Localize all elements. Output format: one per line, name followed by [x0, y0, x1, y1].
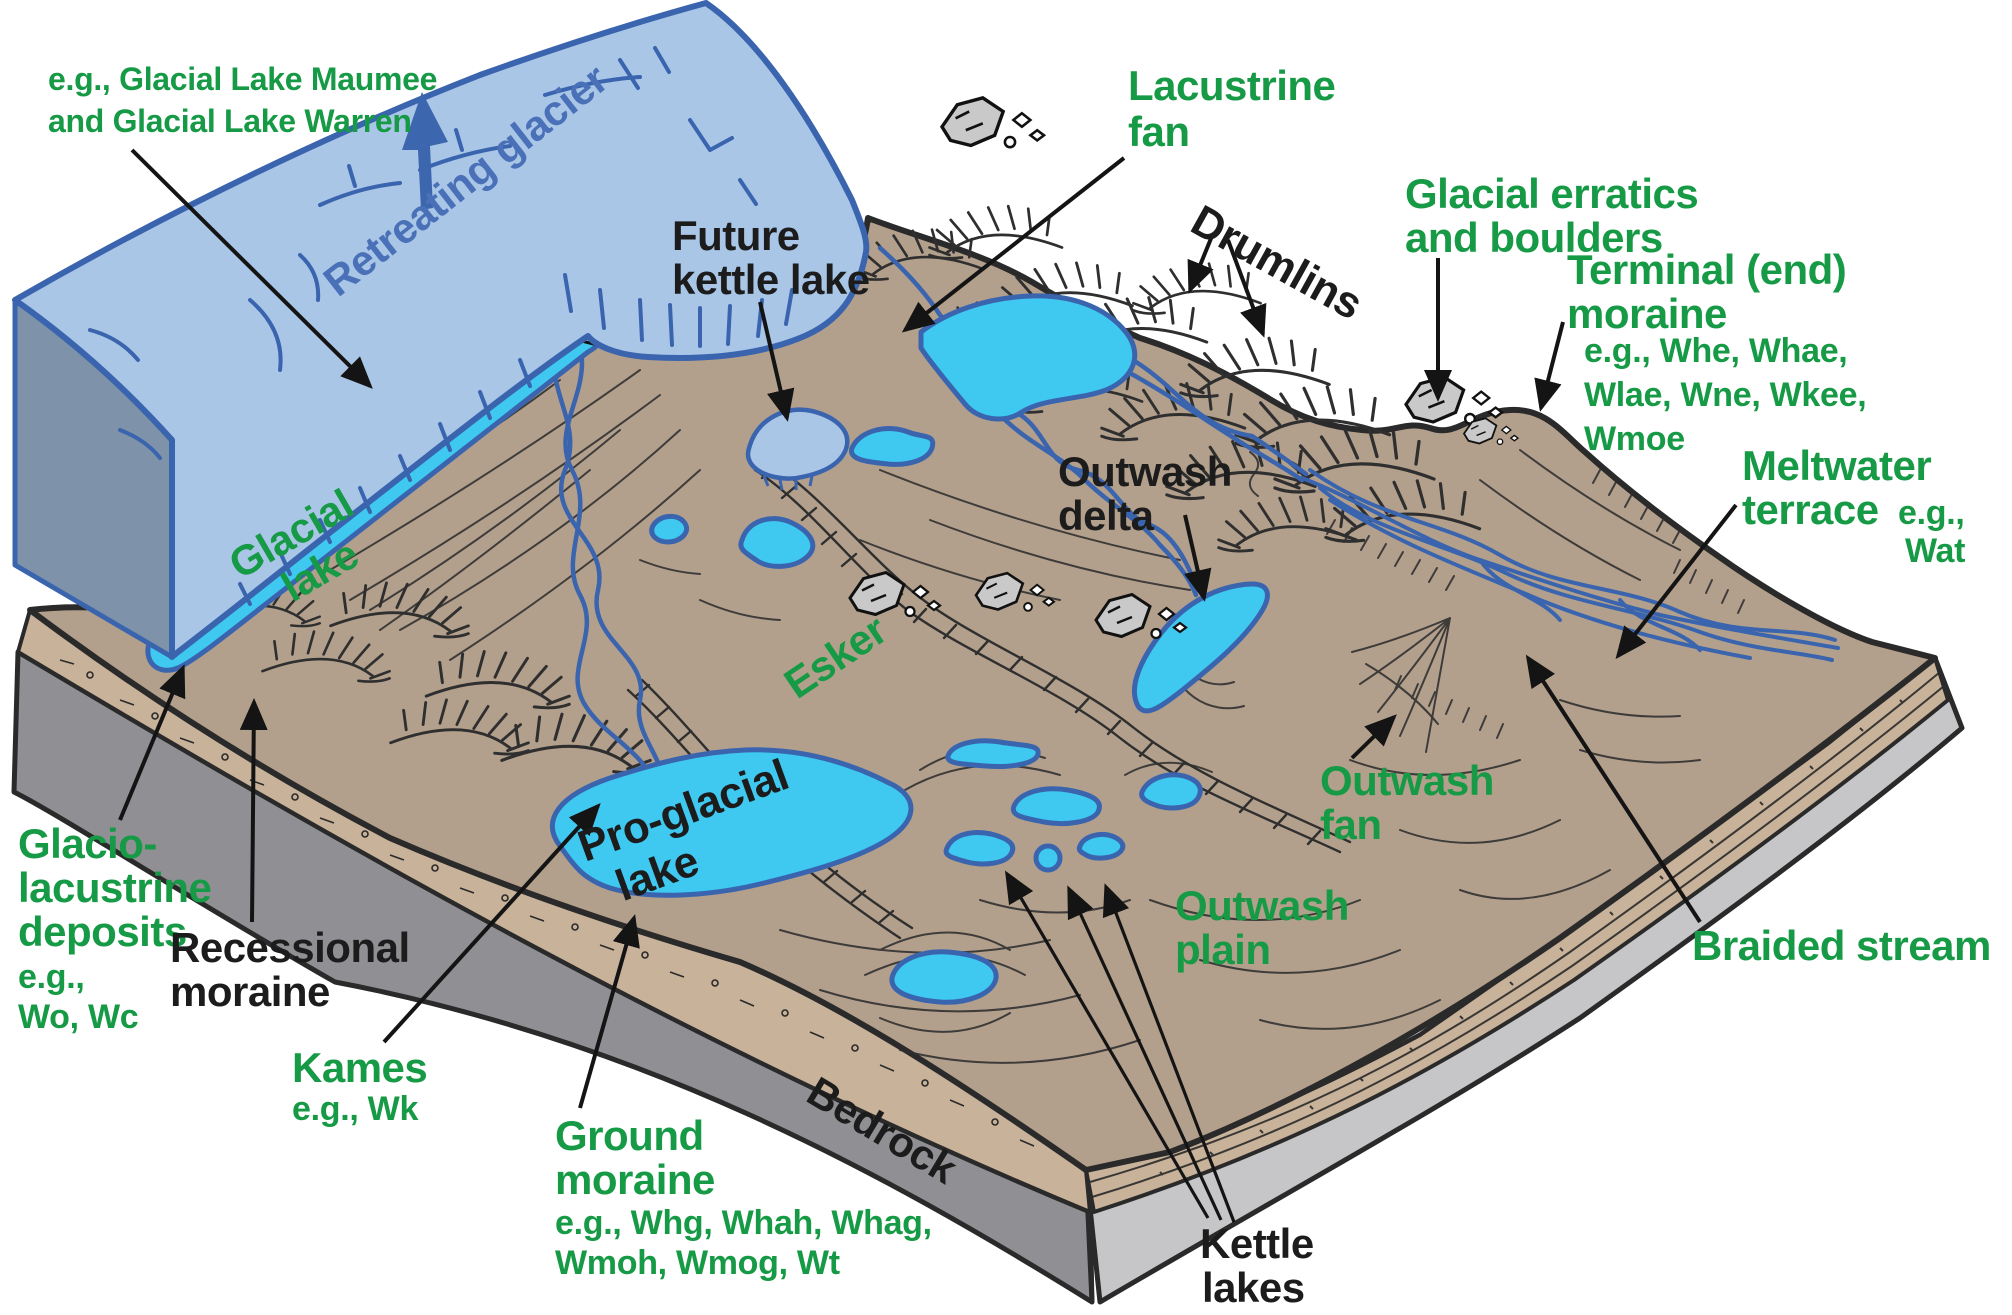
leader-arrows	[118, 148, 1738, 1109]
label-outwash-plain-1: Outwash	[1175, 882, 1349, 929]
future-kettle-ice-patch	[745, 407, 850, 481]
label-glacio-1: Glacio-	[18, 820, 157, 867]
leader-outwash-delta	[1183, 514, 1212, 602]
leader-drumlin-2	[1226, 239, 1267, 338]
kettle-lake	[945, 738, 1041, 769]
label-terminal-eg-3: Wmoe	[1584, 420, 1685, 458]
label-ground-1: Ground	[555, 1112, 704, 1159]
label-kettle-2: lakes	[1202, 1264, 1305, 1311]
sediment-layers-right	[1089, 671, 1945, 1198]
label-future-kettle-2: kettle lake	[672, 256, 870, 303]
pond	[738, 516, 816, 569]
kettle-lake	[1033, 843, 1063, 873]
label-maumee-1: e.g., Glacial Lake Maumee	[48, 61, 437, 97]
kettle-lake	[1010, 786, 1102, 827]
glacier-body	[12, 0, 870, 660]
pro-glacial-lake-shape	[549, 747, 914, 898]
pond	[649, 513, 690, 545]
label-outwash-plain-2: plain	[1175, 926, 1271, 973]
meltwater-streams	[551, 245, 1309, 793]
label-maumee-2: and Glacial Lake Warren	[48, 103, 412, 139]
pond	[849, 426, 936, 467]
glacier-crevasses	[88, 46, 794, 606]
lacustrine-fan-lake	[918, 293, 1138, 422]
label-braided-stream: Braided stream	[1692, 922, 1991, 969]
label-outwash-fan-1: Outwash	[1320, 757, 1494, 804]
leader-maumee	[130, 148, 373, 389]
glacier-flow-arrow	[402, 92, 448, 210]
label-terminal-eg-1: e.g., Whe, Whae,	[1584, 332, 1847, 370]
label-meltwater-eg: e.g.,	[1898, 494, 1965, 532]
label-glacio-eg-1: e.g.,	[18, 958, 85, 996]
label-glacio-2: lacustrine	[18, 864, 211, 911]
label-ground-2: moraine	[555, 1156, 715, 1203]
kettle-lake	[1139, 772, 1203, 811]
leader-braided-stream	[1525, 654, 1702, 924]
leader-meltwater-terrace	[1615, 503, 1738, 660]
label-kames: Kames	[292, 1044, 427, 1091]
leader-outwash-fan	[1350, 714, 1397, 760]
label-terminal-2: moraine	[1567, 290, 1727, 337]
leader-future-kettle	[758, 301, 795, 422]
leader-kames	[382, 803, 601, 1044]
label-recessional-2: moraine	[170, 968, 330, 1015]
label-drumlins: Drumlins	[1183, 196, 1370, 329]
ice-patch-ticks	[762, 475, 814, 491]
label-terminal-eg-2: Wlae, Wne, Wkee,	[1584, 376, 1866, 414]
label-meltwater-1: Meltwater	[1742, 442, 1931, 489]
kettle-lake	[1076, 831, 1126, 861]
leader-recessional	[239, 698, 268, 923]
label-future-kettle-1: Future	[672, 212, 800, 259]
leader-kettle-3	[1102, 883, 1236, 1223]
leader-drumlin-1	[1187, 235, 1214, 294]
label-glacio-3: deposits	[18, 908, 187, 955]
label-lacustrine-1: Lacustrine	[1128, 62, 1335, 109]
label-meltwater-eg2: Wat	[1905, 532, 1965, 570]
leader-kettle-2	[1067, 885, 1223, 1221]
leader-glacio-lacustrine	[118, 664, 186, 821]
label-terminal-1: Terminal (end)	[1567, 246, 1846, 293]
label-erratics-2: and boulders	[1405, 214, 1663, 261]
label-kettle-1: Kettle	[1200, 1220, 1314, 1267]
label-meltwater-2: terrace	[1742, 486, 1879, 533]
kettle-lake	[943, 830, 1016, 867]
label-outwash-fan-2: fan	[1320, 801, 1382, 848]
label-recessional-1: Recessional	[170, 924, 410, 971]
leader-ground-moraine	[578, 914, 640, 1109]
leader-kettle-1	[1004, 870, 1210, 1219]
sediment-stipple-left	[59, 659, 1035, 1147]
kettle-lake	[889, 949, 999, 1005]
label-ground-eg-1: e.g., Whg, Whah, Whag,	[555, 1204, 932, 1242]
leader-terminal-moraine	[1534, 321, 1565, 412]
outwash-delta-lake	[1132, 581, 1270, 714]
label-ground-eg-2: Wmoh, Wmog, Wt	[555, 1244, 840, 1282]
label-outwash-delta-1: Outwash	[1058, 448, 1232, 495]
label-kames-eg: e.g., Wk	[292, 1090, 418, 1128]
label-outwash-delta-2: delta	[1058, 492, 1155, 539]
braided-stream-channels	[1300, 468, 1840, 662]
kettle-lakes-leaders	[1004, 870, 1236, 1223]
label-erratics-1: Glacial erratics	[1405, 170, 1698, 217]
label-lacustrine-2: fan	[1128, 108, 1190, 155]
leader-lacustrine-fan	[901, 156, 1126, 333]
label-glacio-eg-2: Wo, Wc	[18, 998, 138, 1036]
